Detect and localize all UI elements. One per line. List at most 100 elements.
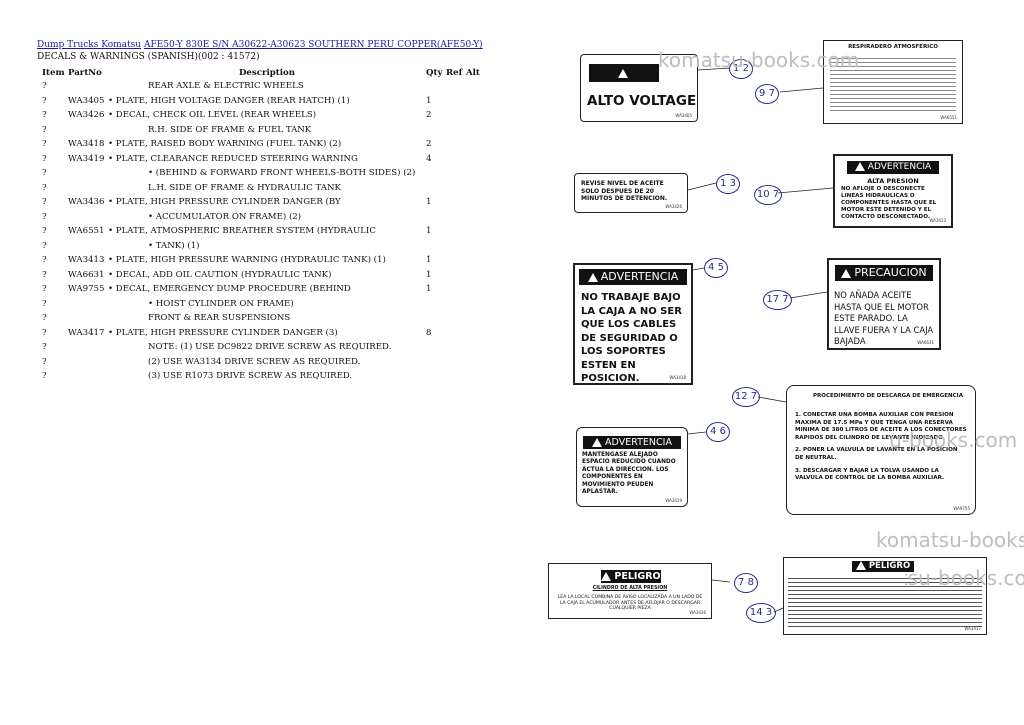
- cell-partno: WA3419: [68, 153, 105, 164]
- table-row: ?NOTE: (1) USE DC9822 DRIVE SCREW AS REQ…: [37, 340, 480, 355]
- cell-qty: 8: [426, 327, 432, 338]
- cell-item: ?: [42, 197, 47, 208]
- cell-description: • PLATE, ATMOSPHERIC BREATHER SYSTEM (HY…: [108, 226, 376, 237]
- callout-bubble: 12 7: [732, 387, 760, 407]
- warning-triangle-icon: [855, 561, 866, 570]
- decal-code: WA3419: [665, 498, 682, 503]
- header-item: Item: [42, 67, 65, 78]
- cell-partno: WA9755: [68, 284, 105, 295]
- cell-partno: WA6631: [68, 269, 105, 280]
- decal-fine-print: [830, 55, 956, 113]
- cell-qty: [426, 311, 446, 326]
- decal-code: WA3413: [929, 218, 946, 223]
- cell-alt: [466, 94, 480, 109]
- header-qty: Qty: [426, 67, 443, 78]
- cell-alt: [466, 282, 480, 297]
- cell-qty: 4: [426, 153, 432, 164]
- cell-item: ?: [42, 211, 47, 222]
- cell-qty: [426, 369, 446, 384]
- breadcrumb-link-model[interactable]: AFE50-Y 830E S/N A30622-A30623 SOUTHERN …: [143, 40, 483, 50]
- callout-bubble: 4 5: [704, 258, 728, 278]
- table-row: ?• HOIST CYLINDER ON FRAME): [37, 297, 480, 312]
- table-row: ?R.H. SIDE OF FRAME & FUEL TANK: [37, 123, 480, 138]
- cell-ref: [446, 152, 466, 167]
- cell-alt: [466, 210, 480, 225]
- cell-qty: 1: [426, 197, 432, 208]
- table-row: ?WA6631• DECAL, ADD OIL CAUTION (HYDRAUL…: [37, 268, 480, 283]
- cell-item: ?: [42, 313, 47, 324]
- cell-item: ?: [42, 255, 47, 266]
- decal-code: WA3405: [675, 113, 692, 118]
- warning-triangle-icon: [587, 272, 598, 282]
- cell-ref: [446, 268, 466, 283]
- cell-item: ?: [42, 124, 47, 135]
- cell-partno: [68, 297, 108, 312]
- cell-ref: [446, 79, 466, 94]
- cell-ref: [446, 282, 466, 297]
- warning-triangle-icon: [841, 268, 852, 278]
- decal-header: PRECAUCION: [854, 266, 927, 279]
- table-row: ?WA3436• PLATE, HIGH PRESSURE CYLINDER D…: [37, 195, 480, 210]
- watermark: komatsu-books.com: [876, 528, 1024, 552]
- watermark: komatsu-books.com: [658, 48, 860, 72]
- cell-item: ?: [42, 110, 47, 121]
- cell-item: ?: [42, 269, 47, 280]
- cell-qty: [426, 79, 446, 94]
- cell-partno: WA3418: [68, 139, 105, 150]
- cell-alt: [466, 123, 480, 138]
- table-row: ?WA3405• PLATE, HIGH VOLTAGE DANGER (REA…: [37, 94, 480, 109]
- cell-qty: 1: [426, 95, 432, 106]
- decal-respiradero: RESPIRADERO ATMOSFERICO WA6551: [823, 40, 963, 124]
- cell-item: ?: [42, 168, 47, 179]
- cell-partno: [68, 79, 108, 94]
- decal-title: ALTA PRESION: [867, 177, 919, 185]
- decal-emergencia: PROCEDIMIENTO DE DESCARGA DE EMERGENCIA …: [786, 385, 976, 515]
- warning-triangle-icon: [854, 162, 865, 171]
- header-ref: Ref: [446, 67, 463, 78]
- cell-item: ?: [42, 371, 47, 382]
- decal-body: REVISE NIVEL DE ACEITE SOLO DESPUES DE 2…: [581, 180, 668, 202]
- leader-lines: [687, 67, 834, 613]
- table-row: ?WA3413• PLATE, HIGH PRESSURE WARNING (H…: [37, 253, 480, 268]
- cell-item: ?: [42, 226, 47, 237]
- cell-alt: [466, 166, 480, 181]
- cell-alt: [466, 181, 480, 196]
- cell-partno: [68, 340, 108, 355]
- decal-no-trabaje: ADVERTENCIA NO TRABAJE BAJO LA CAJA A NO…: [573, 263, 693, 385]
- table-row: ?WA3417• PLATE, HIGH PRESSURE CYLINDER D…: [37, 326, 480, 341]
- cell-description: • TANK) (1): [148, 240, 200, 251]
- breadcrumb: Dump Trucks Komatsu AFE50-Y 830E S/N A30…: [37, 40, 483, 50]
- decal-alto-voltage: PELIGRO ALTO VOLTAGE WA3405: [580, 54, 698, 122]
- cell-alt: [466, 239, 480, 254]
- cell-partno: [68, 181, 108, 196]
- decal-code: WA3436: [689, 610, 706, 615]
- decal-body: NO AFLOJE O DESCONECTE LINEAS HIDRAULICA…: [841, 186, 937, 220]
- decal-code: WA3426: [665, 204, 682, 209]
- cell-ref: [446, 137, 466, 152]
- cell-ref: [446, 108, 466, 123]
- decal-code: WA3418: [669, 375, 686, 380]
- cell-item: ?: [42, 139, 47, 150]
- cell-ref: [446, 195, 466, 210]
- cell-item: ?: [42, 356, 47, 367]
- emergency-step: 3. DESCARGAR Y BAJAR LA TOLVA USANDO LA …: [795, 467, 945, 482]
- cell-qty: 1: [426, 255, 432, 266]
- cell-qty: 2: [426, 110, 432, 121]
- cell-ref: [446, 166, 466, 181]
- callout-bubble: 7 8: [734, 573, 758, 593]
- table-row: ?• TANK) (1): [37, 239, 480, 254]
- cell-alt: [466, 340, 480, 355]
- cell-partno: [68, 355, 108, 370]
- table-row: ?WA3419• PLATE, CLEARANCE REDUCED STEERI…: [37, 152, 480, 167]
- decal-mantengase: ADVERTENCIA MANTENGASE ALEJADO ESPACIO R…: [576, 427, 688, 507]
- table-row: ?(2) USE WA3134 DRIVE SCREW AS REQUIRED.: [37, 355, 480, 370]
- cell-qty: [426, 355, 446, 370]
- cell-ref: [446, 355, 466, 370]
- cell-alt: [466, 326, 480, 341]
- cell-ref: [446, 224, 466, 239]
- cell-description: FRONT & REAR SUSPENSIONS: [148, 313, 291, 324]
- breadcrumb-link-dump-trucks[interactable]: Dump Trucks Komatsu: [37, 40, 142, 50]
- cell-qty: [426, 210, 446, 225]
- cell-description: • PLATE, HIGH PRESSURE CYLINDER DANGER (…: [108, 327, 338, 338]
- cell-partno: WA3413: [68, 255, 105, 266]
